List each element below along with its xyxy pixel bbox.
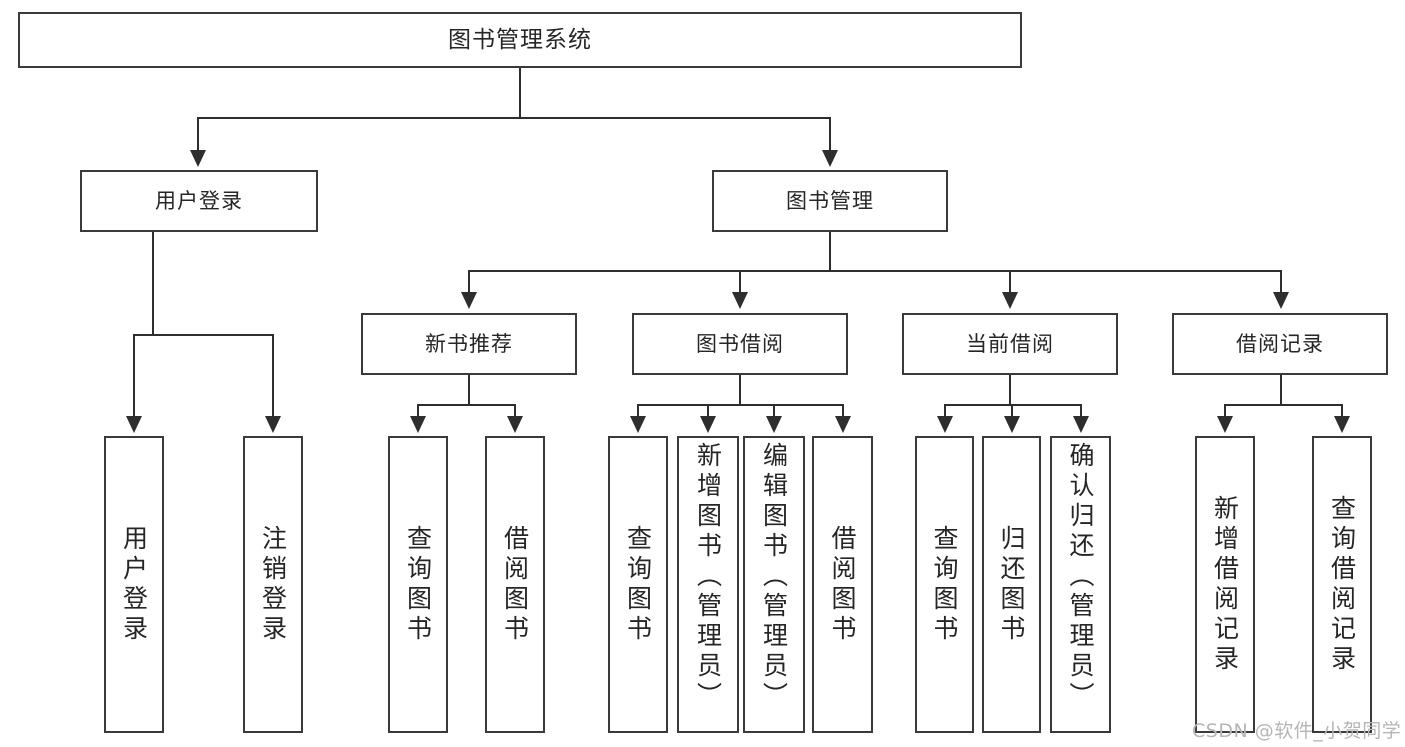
connector-borrow-record-drop-2 xyxy=(1341,404,1343,418)
connector-current-borrow-drop-2 xyxy=(1011,404,1013,418)
node-label: 确认归还（管理员） xyxy=(1066,442,1095,712)
leaf-book-borrow-lend[interactable]: 借阅图书 xyxy=(812,436,873,733)
leaf-book-borrow-edit[interactable]: 编辑图书（管理员） xyxy=(743,436,805,733)
leaf-new-book-borrow[interactable]: 借阅图书 xyxy=(485,436,545,733)
connector-book-borrow-drop-4 xyxy=(842,404,844,418)
node-label: 借阅图书 xyxy=(500,524,530,645)
leaf-current-borrow-confirm[interactable]: 确认归还（管理员） xyxy=(1050,436,1111,733)
node-label: 当前借阅 xyxy=(966,331,1054,356)
arrow-borrow-record-leaf-2 xyxy=(1334,416,1350,433)
connector-new-book-bar xyxy=(417,404,515,406)
connector-new-book-stem xyxy=(468,375,470,406)
connector-book-mgmt-drop-2 xyxy=(739,270,741,294)
arrow-root-to-user-login xyxy=(190,150,206,167)
node-label: 图书借阅 xyxy=(696,331,784,356)
arrow-book-borrow-leaf-4 xyxy=(835,416,851,433)
connector-root-to-book-mgmt xyxy=(829,117,831,152)
leaf-borrow-record-add[interactable]: 新增借阅记录 xyxy=(1195,436,1255,733)
node-label: 新增借阅记录 xyxy=(1210,494,1240,675)
node-label: 借阅记录 xyxy=(1236,331,1324,356)
leaf-current-borrow-query[interactable]: 查询图书 xyxy=(915,436,974,733)
connector-user-login-drop-2 xyxy=(272,334,274,418)
connector-book-mgmt-drop-1 xyxy=(468,270,470,294)
connector-new-book-drop-2 xyxy=(514,404,516,418)
node-label: 查询图书 xyxy=(403,524,433,645)
leaf-borrow-record-query[interactable]: 查询借阅记录 xyxy=(1312,436,1372,733)
node-book-borrow[interactable]: 图书借阅 xyxy=(632,313,848,375)
connector-book-borrow-drop-2 xyxy=(707,404,709,418)
connector-user-login-bar xyxy=(133,334,274,336)
arrow-book-borrow-leaf-2 xyxy=(700,416,716,433)
connector-borrow-record-drop-1 xyxy=(1224,404,1226,418)
connector-current-borrow-drop-3 xyxy=(1080,404,1082,418)
node-new-book-recommend[interactable]: 新书推荐 xyxy=(361,313,577,375)
connector-current-borrow-drop-1 xyxy=(944,404,946,418)
arrow-new-book-leaf-1 xyxy=(410,416,426,433)
node-label: 新增图书（管理员） xyxy=(693,442,723,712)
arrow-user-login-leaf-2 xyxy=(265,416,281,433)
connector-root-bar xyxy=(197,117,831,119)
watermark-text: CSDN @软件_小贺同学 xyxy=(1192,720,1402,742)
node-label: 用户登录 xyxy=(155,188,243,213)
node-root-system[interactable]: 图书管理系统 xyxy=(18,12,1022,68)
node-label: 查询图书 xyxy=(930,524,959,645)
node-label: 归还图书 xyxy=(997,524,1026,645)
arrow-book-mgmt-child-3 xyxy=(1002,292,1018,309)
leaf-new-book-query[interactable]: 查询图书 xyxy=(388,436,448,733)
connector-book-borrow-drop-1 xyxy=(637,404,639,418)
arrow-book-mgmt-child-4 xyxy=(1273,292,1289,309)
arrow-current-borrow-leaf-3 xyxy=(1073,416,1089,433)
leaf-book-borrow-add[interactable]: 新增图书（管理员） xyxy=(677,436,739,733)
connector-borrow-record-bar xyxy=(1224,404,1342,406)
arrow-current-borrow-leaf-1 xyxy=(937,416,953,433)
leaf-user-login-signout[interactable]: 注销登录 xyxy=(243,436,303,733)
connector-root-stem xyxy=(519,68,521,119)
arrow-book-borrow-leaf-3 xyxy=(766,416,782,433)
node-user-login[interactable]: 用户登录 xyxy=(80,170,318,232)
connector-new-book-drop-1 xyxy=(417,404,419,418)
node-label: 借阅图书 xyxy=(828,524,857,645)
connector-book-borrow-drop-3 xyxy=(773,404,775,418)
node-label: 注销登录 xyxy=(258,524,288,645)
connector-book-mgmt-drop-3 xyxy=(1009,270,1011,294)
connector-borrow-record-stem xyxy=(1280,375,1282,406)
connector-root-to-user-login xyxy=(197,117,199,152)
leaf-book-borrow-query[interactable]: 查询图书 xyxy=(608,436,668,733)
connector-book-borrow-stem xyxy=(739,375,741,406)
node-book-management[interactable]: 图书管理 xyxy=(712,170,948,232)
arrow-current-borrow-leaf-2 xyxy=(1004,416,1020,433)
node-label: 用户登录 xyxy=(119,524,149,645)
node-label: 查询借阅记录 xyxy=(1327,494,1357,675)
connector-book-mgmt-stem xyxy=(829,232,831,272)
node-current-borrow[interactable]: 当前借阅 xyxy=(902,313,1118,375)
node-label: 编辑图书（管理员） xyxy=(759,442,789,712)
node-label: 查询图书 xyxy=(623,524,653,645)
arrow-new-book-leaf-2 xyxy=(507,416,523,433)
arrow-book-borrow-leaf-1 xyxy=(630,416,646,433)
connector-book-mgmt-bar xyxy=(468,270,1282,272)
connector-book-mgmt-drop-4 xyxy=(1280,270,1282,294)
connector-user-login-drop-1 xyxy=(133,334,135,418)
node-borrow-record[interactable]: 借阅记录 xyxy=(1172,313,1388,375)
node-label: 图书管理 xyxy=(786,188,874,213)
node-label: 图书管理系统 xyxy=(448,26,592,53)
leaf-user-login-signin[interactable]: 用户登录 xyxy=(104,436,164,733)
arrow-book-mgmt-child-2 xyxy=(732,292,748,309)
arrow-user-login-leaf-1 xyxy=(126,416,142,433)
arrow-root-to-book-mgmt xyxy=(822,150,838,167)
connector-book-borrow-bar xyxy=(637,404,843,406)
node-label: 新书推荐 xyxy=(425,331,513,356)
arrow-borrow-record-leaf-1 xyxy=(1217,416,1233,433)
connector-user-login-stem xyxy=(152,232,154,336)
connector-current-borrow-stem xyxy=(1009,375,1011,406)
arrow-book-mgmt-child-1 xyxy=(461,292,477,309)
leaf-current-borrow-return[interactable]: 归还图书 xyxy=(982,436,1041,733)
